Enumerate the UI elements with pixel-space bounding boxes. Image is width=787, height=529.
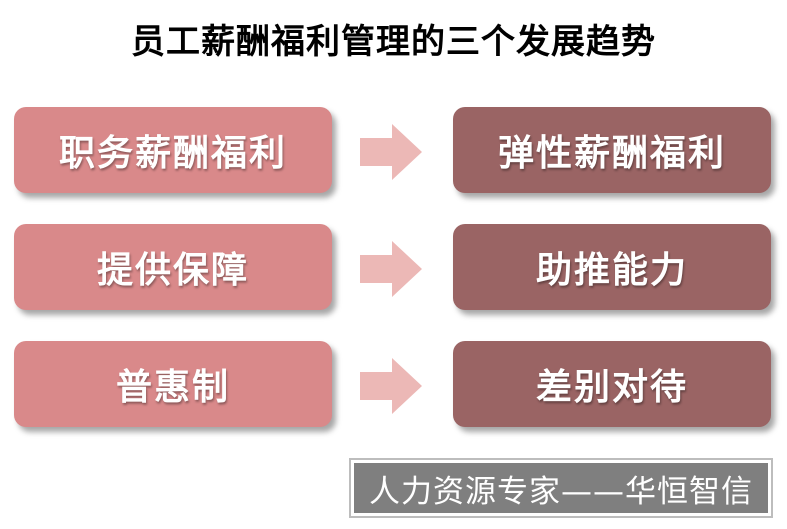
trend-to-label-2: 助推能力 bbox=[535, 250, 688, 291]
trend-to-box-2: 助推能力 bbox=[453, 224, 771, 310]
trend-to-label-1: 弹性薪酬福利 bbox=[497, 133, 726, 174]
trend-from-box-3: 普惠制 bbox=[14, 341, 332, 427]
right-arrow-icon bbox=[360, 124, 422, 180]
trend-from-label-1: 职务薪酬福利 bbox=[58, 133, 287, 174]
trend-from-label-3: 普惠制 bbox=[115, 367, 230, 408]
brand-banner: 人力资源专家——华恒智信 bbox=[349, 458, 773, 518]
trend-from-box-2: 提供保障 bbox=[14, 224, 332, 310]
brand-text: 人力资源专家——华恒智信 bbox=[369, 473, 753, 510]
trend-to-label-3: 差别对待 bbox=[535, 367, 688, 408]
trend-to-box-3: 差别对待 bbox=[453, 341, 771, 427]
trend-from-label-2: 提供保障 bbox=[96, 250, 249, 291]
right-arrow-icon bbox=[360, 358, 422, 414]
trend-to-box-1: 弹性薪酬福利 bbox=[453, 107, 771, 193]
right-arrow-icon bbox=[360, 241, 422, 297]
trend-from-box-1: 职务薪酬福利 bbox=[14, 107, 332, 193]
page-title: 员工薪酬福利管理的三个发展趋势 bbox=[131, 22, 656, 62]
